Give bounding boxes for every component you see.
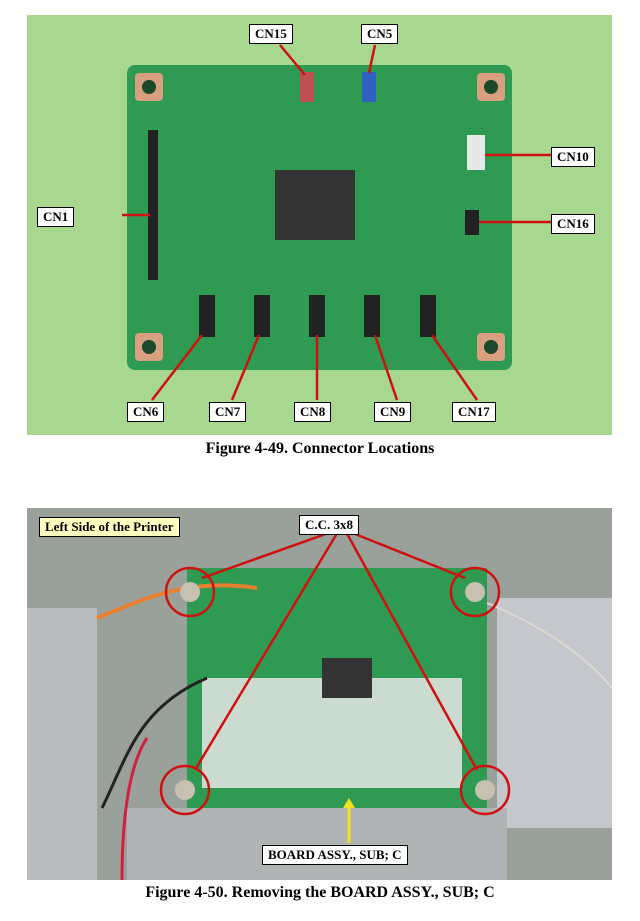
label-board-assy: BOARD ASSY., SUB; C: [262, 845, 408, 865]
label-cn9: CN9: [374, 402, 412, 422]
printer-interior-illustration: [27, 508, 612, 880]
label-left-side-of-printer: Left Side of the Printer: [39, 517, 180, 537]
figure-4-49-caption: Figure 4-49. Connector Locations: [205, 440, 435, 457]
board-illustration: [122, 44, 552, 401]
label-cn16: CN16: [551, 214, 595, 234]
label-cn17: CN17: [452, 402, 496, 422]
label-cn7: CN7: [209, 402, 247, 422]
label-cn8: CN8: [294, 402, 332, 422]
figure-4-50-caption: Figure 4-50. Removing the BOARD ASSY., S…: [145, 884, 495, 901]
label-cn5: CN5: [361, 24, 399, 44]
label-cn15: CN15: [249, 24, 293, 44]
label-cn6: CN6: [127, 402, 165, 422]
label-cn10: CN10: [551, 147, 595, 167]
label-cn1: CN1: [37, 207, 75, 227]
board-removal-photo: Left Side of the Printer C.C. 3x8 BOARD …: [27, 508, 612, 880]
label-screws: C.C. 3x8: [299, 515, 360, 535]
connector-locations-photo: CN15 CN5 CN10 CN1 CN16 CN6 CN7 CN8 CN9 C…: [27, 15, 612, 435]
